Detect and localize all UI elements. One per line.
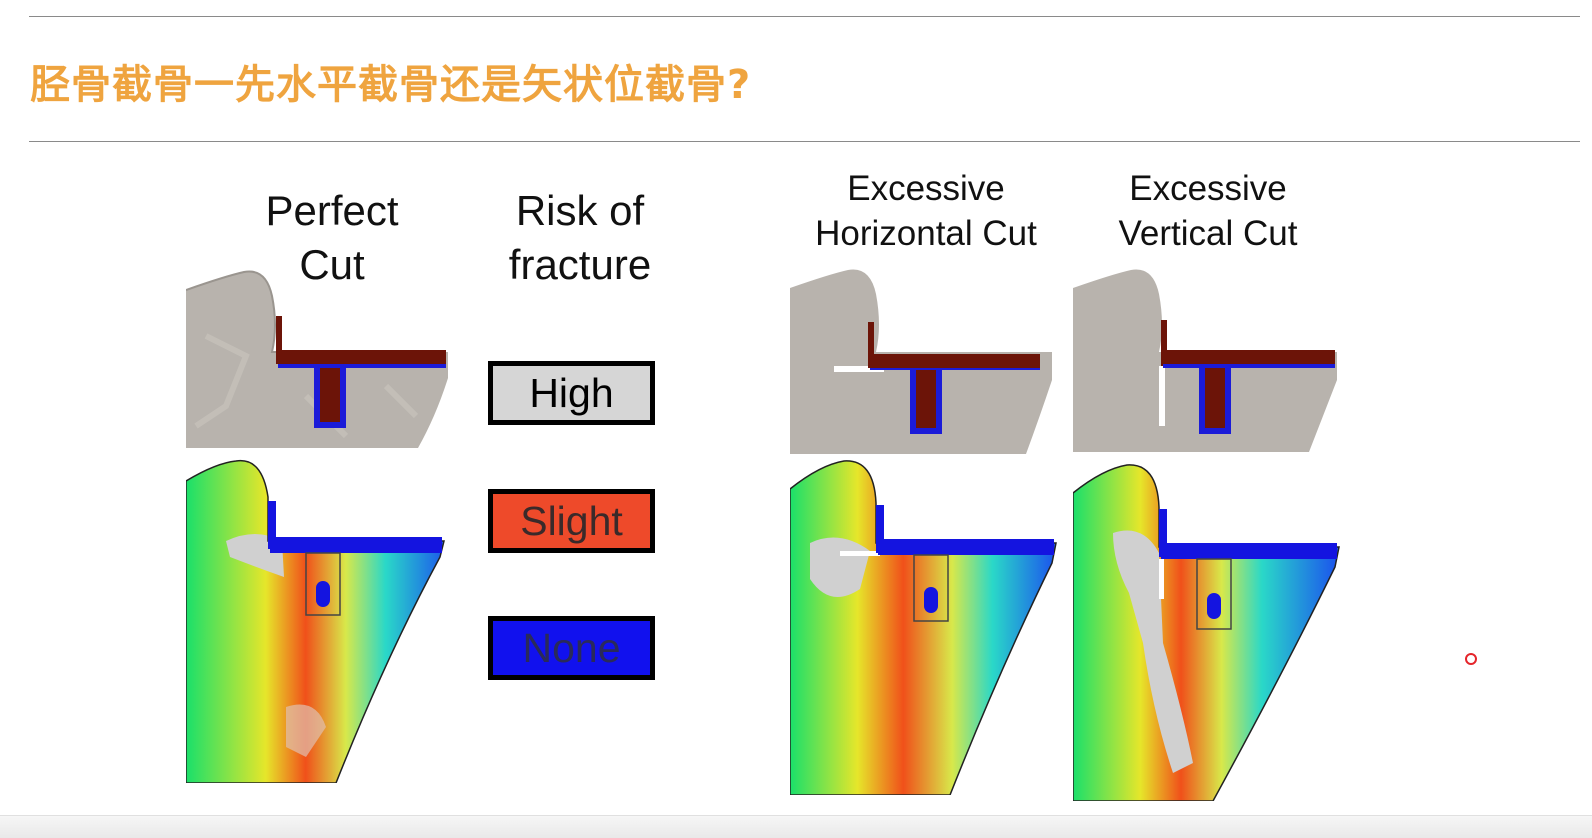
legend-high: High	[488, 361, 655, 425]
header-perfect-cut: Perfect Cut	[222, 184, 442, 292]
stress-map-excessive-horizontal	[790, 459, 1060, 795]
header-risk-of-fracture: Risk of fracture	[480, 184, 680, 292]
header-horizontal-line2: Horizontal Cut	[815, 214, 1037, 253]
legend-high-label: High	[529, 369, 614, 416]
slide-title: 胫骨截骨一先水平截骨还是矢状位截骨?	[30, 62, 752, 108]
bone-model-perfect-cut	[186, 266, 448, 448]
header-vertical-line1: Excessive	[1129, 169, 1287, 208]
header-risk-line1: Risk of	[515, 187, 645, 234]
header-excessive-vertical: Excessive Vertical Cut	[1088, 166, 1328, 256]
header-horizontal-line1: Excessive	[847, 169, 1005, 208]
legend-slight-label: Slight	[520, 497, 623, 544]
stress-map-perfect-cut	[186, 457, 452, 783]
top-rule	[29, 16, 1580, 17]
title-underline	[29, 141, 1580, 142]
laser-pointer-dot	[1465, 653, 1477, 665]
header-perfect-line2: Cut	[299, 241, 365, 288]
stress-map-excessive-vertical	[1073, 463, 1343, 801]
header-risk-line2: fracture	[508, 241, 652, 288]
header-vertical-line2: Vertical Cut	[1118, 214, 1298, 253]
bone-model-excessive-horizontal	[790, 266, 1052, 454]
legend-slight: Slight	[488, 489, 655, 553]
bone-model-excessive-vertical	[1073, 266, 1337, 452]
bottom-strip	[0, 815, 1592, 838]
header-excessive-horizontal: Excessive Horizontal Cut	[786, 166, 1066, 256]
legend-none-label: None	[522, 624, 621, 671]
header-perfect-line1: Perfect	[265, 187, 399, 234]
legend-none: None	[488, 616, 655, 680]
